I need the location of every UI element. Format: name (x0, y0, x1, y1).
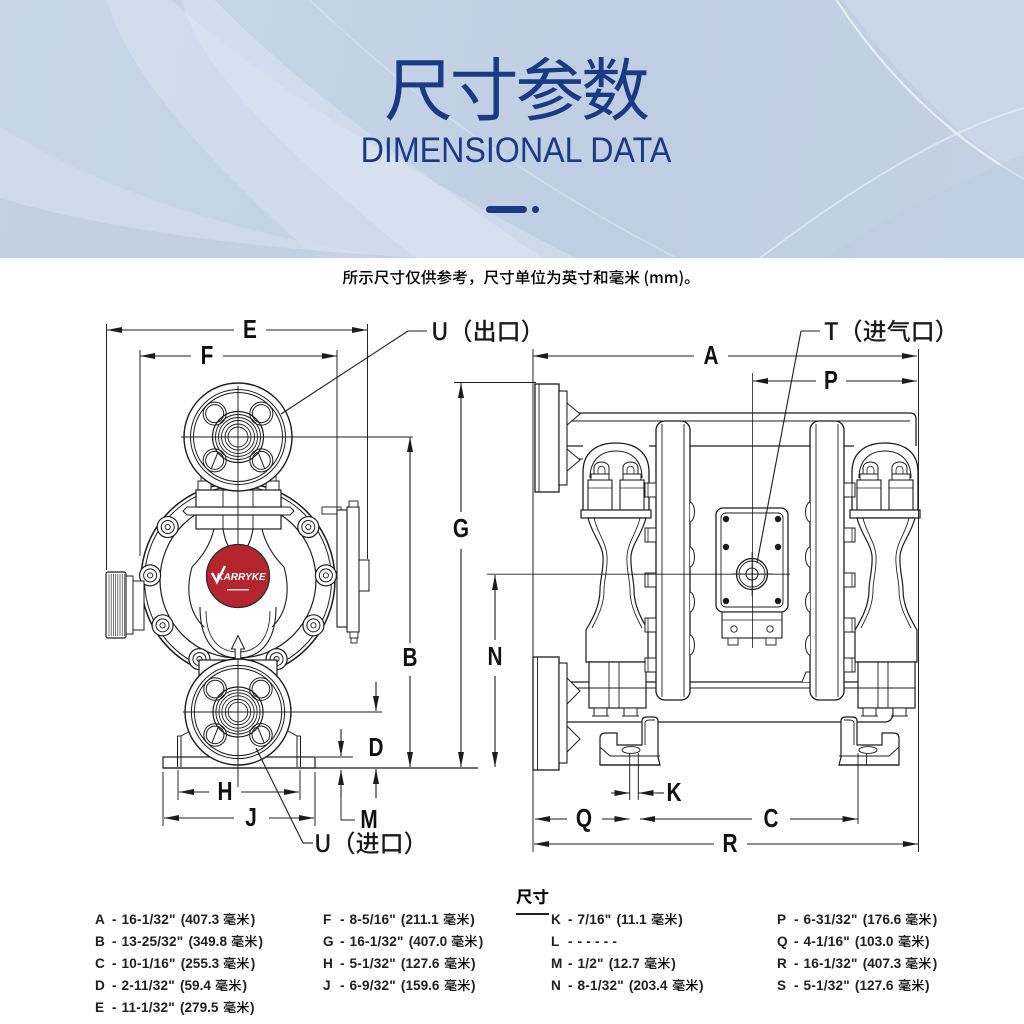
dim-label-B: B (402, 643, 417, 672)
dim-label-G: G (453, 514, 469, 543)
header-wave-decoration (0, 0, 1024, 258)
divider-dash (485, 206, 527, 213)
dimension-annotations (106, 324, 919, 852)
dim-label-N: N (487, 642, 502, 671)
dim-label-H: H (217, 777, 232, 806)
page-subtitle: DIMENSIONAL DATA (360, 131, 672, 170)
side-view-drawing (532, 383, 921, 771)
dim-label-P: P (824, 366, 838, 395)
dim-label-M: M (360, 805, 377, 834)
dim-label-Q: Q (576, 804, 592, 833)
dimension-letter-labels: EF B D M HJ A P G N K Q CR (201, 315, 838, 858)
brand-logo (205, 543, 271, 609)
header-banner: 尺寸参数 DIMENSIONAL DATA (0, 0, 1024, 258)
dim-label-J: J (245, 803, 257, 832)
dim-label-E: E (243, 315, 257, 344)
dim-label-A: A (703, 341, 718, 370)
title-divider (0, 206, 1024, 216)
dim-label-D: D (368, 733, 383, 762)
dim-label-R: R (722, 829, 737, 858)
divider-dot (532, 206, 539, 213)
dim-label-K: K (666, 778, 681, 807)
brand-logo-text: KARRYKE (216, 572, 266, 583)
dim-label-C: C (763, 804, 778, 833)
brand-logo-group: KARRYKE (205, 543, 271, 609)
dim-label-F: F (201, 341, 214, 370)
